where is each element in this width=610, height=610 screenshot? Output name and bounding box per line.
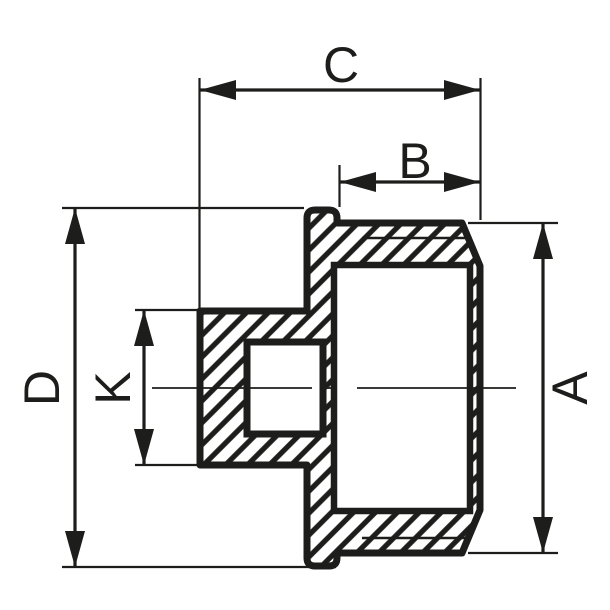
dimension-d-arrow-top bbox=[65, 208, 85, 244]
dimension-d: D bbox=[14, 206, 336, 569]
dimension-b: B bbox=[338, 133, 480, 207]
dimension-c: C bbox=[198, 37, 482, 309]
dimension-b-arrow-right bbox=[444, 172, 480, 192]
dimension-c-arrow-right bbox=[444, 80, 480, 100]
dimension-k-arrow-bottom bbox=[134, 429, 154, 465]
dimension-a-arrow-top bbox=[533, 223, 553, 259]
dimension-b-arrow-left bbox=[340, 172, 376, 192]
dimension-c-label: C bbox=[323, 37, 359, 93]
dimension-b-label: B bbox=[398, 133, 431, 189]
dimension-d-arrow-bottom bbox=[65, 531, 85, 567]
dimension-c-arrow-left bbox=[200, 80, 236, 100]
dimension-k: K bbox=[85, 308, 198, 467]
dimension-a-label: A bbox=[542, 371, 598, 405]
dimension-d-label: D bbox=[14, 370, 70, 406]
dimension-a: A bbox=[468, 221, 598, 555]
dimension-k-label: K bbox=[85, 371, 141, 404]
dimension-k-arrow-top bbox=[134, 310, 154, 346]
dimension-a-arrow-bottom bbox=[533, 517, 553, 553]
